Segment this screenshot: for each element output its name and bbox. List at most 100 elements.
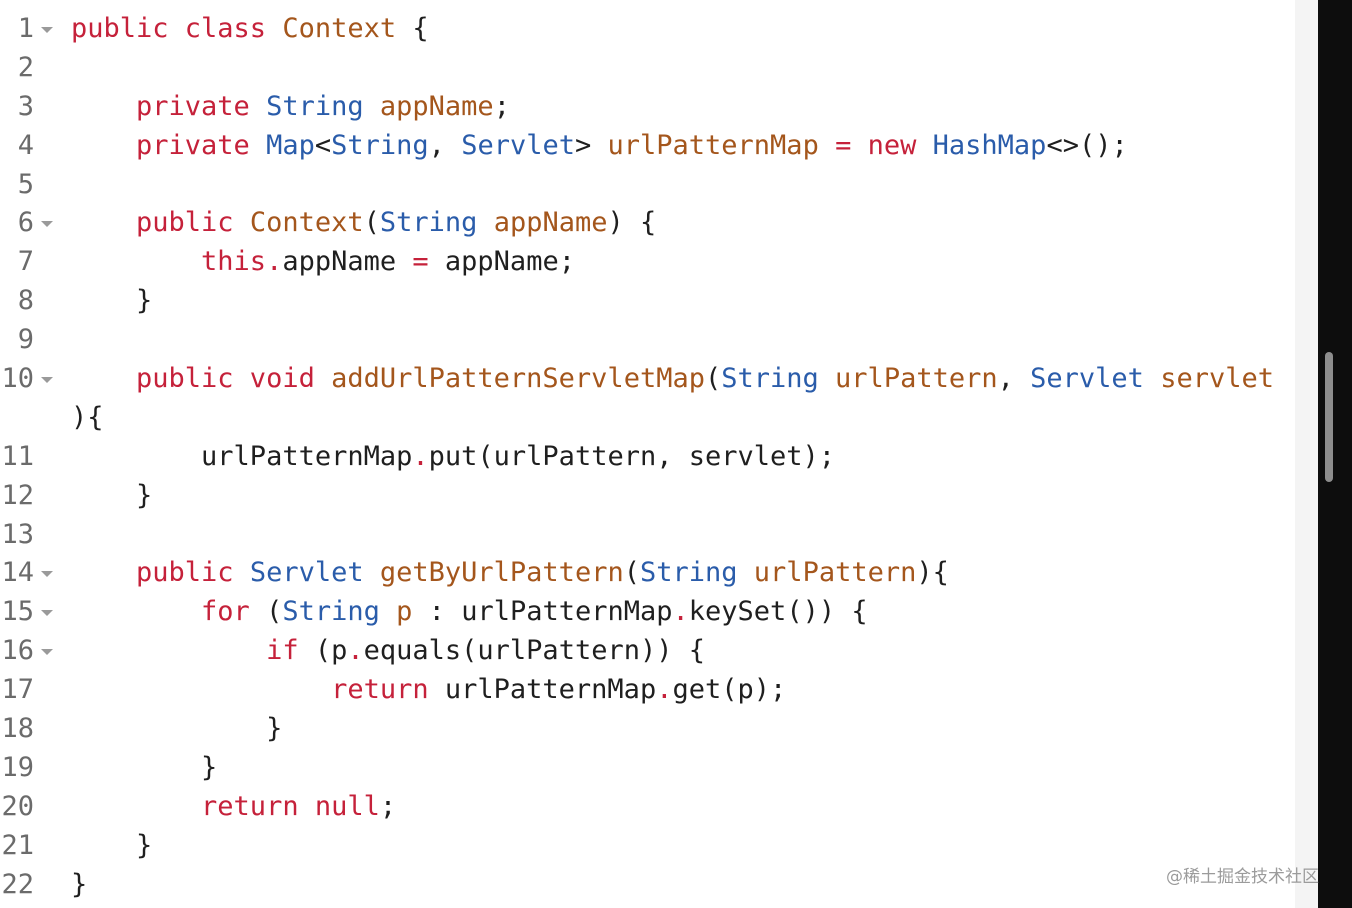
watermark: @稀土掘金技术社区 xyxy=(1166,867,1319,887)
code-line[interactable]: 9 xyxy=(0,321,1295,360)
code-token: ; xyxy=(493,90,510,122)
code-token: appName xyxy=(282,246,413,278)
line-text: public class Context { xyxy=(71,10,429,49)
fold-triangle-icon[interactable] xyxy=(41,377,53,384)
code-token: for xyxy=(71,596,267,628)
code-token: Context xyxy=(249,207,364,239)
code-token: ( xyxy=(704,363,722,395)
code-token: urlPatternMap xyxy=(607,129,819,161)
line-text: urlPatternMap.put(urlPattern, servlet); xyxy=(71,438,835,477)
code-line[interactable]: 20 return null; xyxy=(0,788,1295,827)
line-text: public void addUrlPatternServletMap(Stri… xyxy=(71,360,1274,399)
code-token xyxy=(477,207,493,238)
code-line[interactable]: 17 return urlPatternMap.get(p); xyxy=(0,671,1295,710)
code-line[interactable]: 10 public void addUrlPatternServletMap(S… xyxy=(0,360,1295,399)
code-line[interactable]: 3 private String appName; xyxy=(0,88,1295,127)
line-number: 11 xyxy=(1,440,34,472)
code-token: } xyxy=(71,868,88,900)
code-token: ( xyxy=(363,207,380,239)
code-line[interactable]: 15 for (String p : urlPatternMap.keySet(… xyxy=(0,593,1295,632)
code-line[interactable]: 13 xyxy=(0,516,1295,555)
line-number: 13 xyxy=(1,518,34,550)
code-token xyxy=(364,91,380,122)
code-token: Servlet xyxy=(461,129,575,161)
code-line[interactable]: 11 urlPatternMap.put(urlPattern, servlet… xyxy=(0,438,1295,477)
line-number: 4 xyxy=(17,129,34,161)
code-line[interactable]: 14 public Servlet getByUrlPattern(String… xyxy=(0,554,1295,593)
fold-triangle-icon[interactable] xyxy=(41,221,53,228)
code-token: ){ xyxy=(916,557,949,589)
code-token: private xyxy=(71,90,267,122)
line-number: 5 xyxy=(17,168,34,200)
code-token: Context xyxy=(282,13,397,44)
code-line[interactable]: 18 } xyxy=(0,710,1295,749)
editor-right-margin xyxy=(1295,0,1318,908)
code-line[interactable]: 22} xyxy=(0,866,1295,905)
code-token: Map xyxy=(266,129,315,161)
line-number: 22 xyxy=(1,868,34,900)
line-number: 8 xyxy=(17,285,34,317)
line-text: } xyxy=(71,866,87,905)
line-text: } xyxy=(71,282,152,321)
code-line[interactable]: 7 this.appName = appName; xyxy=(0,243,1295,282)
fold-triangle-icon[interactable] xyxy=(41,610,53,617)
code-token xyxy=(1144,363,1160,394)
code-line[interactable]: 4 private Map<String, Servlet> urlPatter… xyxy=(0,127,1295,166)
vertical-scrollbar-thumb[interactable] xyxy=(1325,352,1333,482)
code-line[interactable]: 19 } xyxy=(0,749,1295,788)
code-token: Servlet xyxy=(249,557,364,589)
line-number: 20 xyxy=(1,790,34,822)
code-token: ) { xyxy=(607,207,657,239)
line-text: } xyxy=(71,749,217,788)
fold-triangle-icon[interactable] xyxy=(41,649,53,656)
code-line[interactable]: 8 } xyxy=(0,282,1295,321)
code-line[interactable]: 5 xyxy=(0,166,1295,205)
code-token: appName; xyxy=(428,246,575,278)
code-token: } xyxy=(71,751,218,783)
line-number: 2 xyxy=(17,51,34,83)
fold-triangle-icon[interactable] xyxy=(41,27,53,33)
code-line[interactable]: 12 } xyxy=(0,477,1295,516)
fold-triangle-icon[interactable] xyxy=(41,571,53,578)
code-line[interactable]: 16 if (p.equals(urlPattern)) { xyxy=(0,632,1295,671)
line-text: } xyxy=(71,827,152,866)
code-token: public void xyxy=(71,363,332,395)
code-line[interactable]: ){ xyxy=(0,399,1295,438)
code-token: urlPatternMap xyxy=(71,440,413,472)
line-text: if (p.equals(urlPattern)) { xyxy=(71,632,705,671)
code-token: : urlPatternMap xyxy=(412,596,673,628)
code-token: (p xyxy=(314,635,348,667)
code-token: Servlet xyxy=(1030,363,1144,395)
line-number: 3 xyxy=(17,90,34,122)
code-token: String xyxy=(639,557,738,589)
line-text: public Context(String appName) { xyxy=(71,204,656,243)
code-token: String xyxy=(331,129,429,161)
line-number: 14 xyxy=(1,557,34,589)
code-line[interactable]: 2 xyxy=(0,49,1295,88)
code-token xyxy=(380,596,396,627)
code-token: get(p); xyxy=(672,674,787,706)
code-token: HashMap xyxy=(932,129,1047,161)
code-token: } xyxy=(71,829,153,861)
code-token: getByUrlPattern xyxy=(379,557,624,589)
line-number: 15 xyxy=(1,596,34,628)
code-token: . xyxy=(656,674,673,706)
code-token xyxy=(819,363,835,394)
code-token: addUrlPatternServletMap xyxy=(331,363,705,395)
code-token: public xyxy=(71,207,250,239)
code-token: appName xyxy=(379,90,494,122)
line-number: 18 xyxy=(1,713,34,745)
code-token: . xyxy=(672,596,689,628)
code-token: urlPattern xyxy=(753,557,917,589)
code-line[interactable]: 21 } xyxy=(0,827,1295,866)
code-token: } xyxy=(71,713,283,745)
code-token: . xyxy=(347,635,364,667)
code-token: <>(); xyxy=(1046,129,1128,161)
code-token: equals(urlPattern)) { xyxy=(363,635,705,667)
code-token: private xyxy=(71,129,267,161)
line-number: 12 xyxy=(1,479,34,511)
code-line[interactable]: 6 public Context(String appName) { xyxy=(0,204,1295,243)
